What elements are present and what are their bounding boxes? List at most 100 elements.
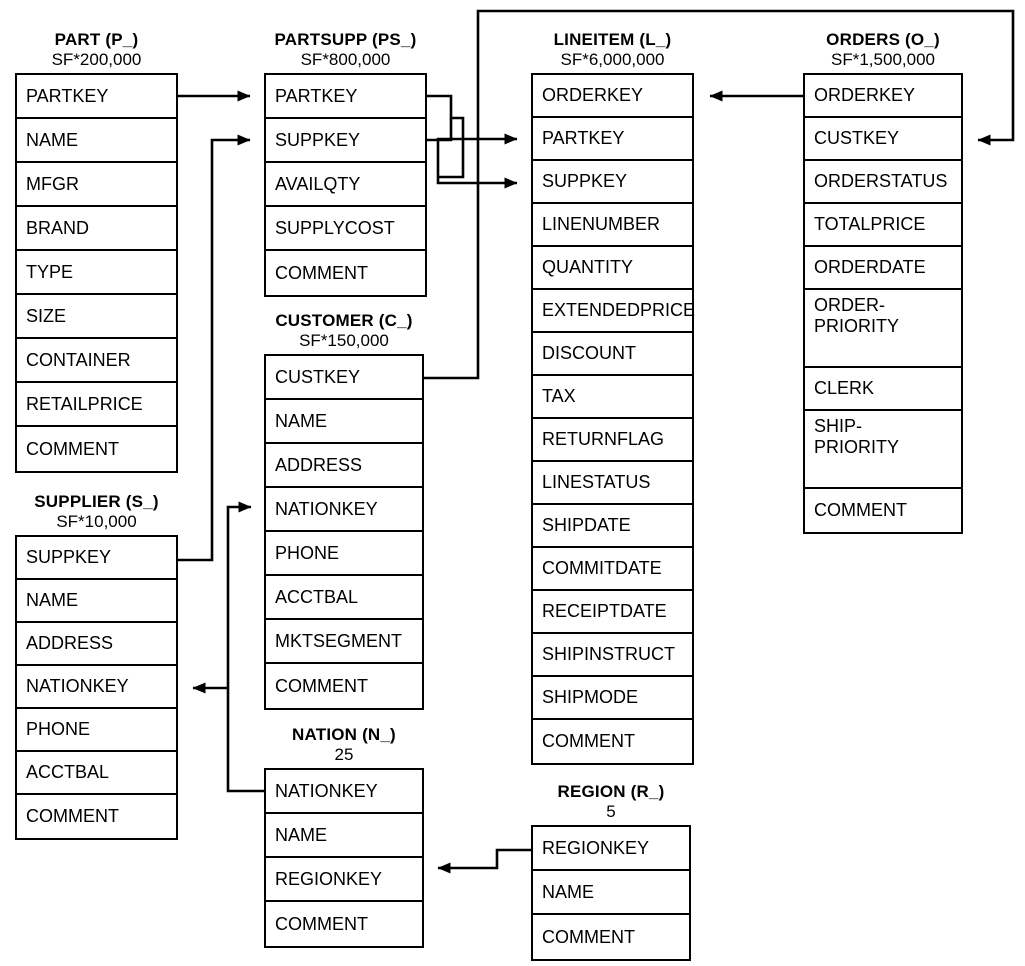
column-label: QUANTITY xyxy=(542,257,634,277)
column-part-5: SIZE xyxy=(17,295,176,339)
column-partsupp-4: COMMENT xyxy=(266,251,425,295)
column-region-1: NAME xyxy=(533,871,689,915)
column-label: RETAILPRICE xyxy=(26,393,143,414)
column-label: MFGR xyxy=(26,173,79,194)
column-region-0: REGIONKEY xyxy=(533,827,689,871)
column-label: TAX xyxy=(542,386,576,406)
column-supplier-3: NATIONKEY xyxy=(17,666,176,709)
column-label: PARTKEY xyxy=(26,85,109,106)
column-label: TOTALPRICE xyxy=(814,214,926,234)
column-label: NAME xyxy=(26,590,79,610)
column-label: SUPPLYCOST xyxy=(275,217,395,238)
column-label: REGIONKEY xyxy=(542,837,650,858)
table-title-supplier: SUPPLIER (S_) xyxy=(34,492,159,511)
column-label: REGIONKEY xyxy=(275,868,383,889)
column-lineitem-4: QUANTITY xyxy=(533,247,692,290)
column-customer-0: CUSTKEY xyxy=(266,356,422,400)
column-label: COMMENT xyxy=(275,262,368,283)
column-orders-7: SHIP-PRIORITY xyxy=(805,411,961,489)
column-label: COMMENT xyxy=(26,806,119,826)
column-orders-3: TOTALPRICE xyxy=(805,204,961,247)
column-orders-1: CUSTKEY xyxy=(805,118,961,161)
column-label: ACCTBAL xyxy=(275,586,359,607)
column-line: SHIP- xyxy=(814,416,863,436)
column-supplier-6: COMMENT xyxy=(17,795,176,838)
column-label: CLERK xyxy=(814,378,875,398)
column-part-1: NAME xyxy=(17,119,176,163)
column-orders-6: CLERK xyxy=(805,368,961,411)
column-label: NAME xyxy=(542,881,595,902)
column-supplier-0: SUPPKEY xyxy=(17,537,176,580)
column-label: NATIONKEY xyxy=(275,498,378,519)
column-lineitem-11: COMMITDATE xyxy=(533,548,692,591)
table-title-customer: CUSTOMER (C_) xyxy=(275,311,413,330)
wire-partsupp-merge-b xyxy=(427,118,453,142)
table-title-lineitem: LINEITEM (L_) xyxy=(553,30,672,49)
column-label: COMMENT xyxy=(26,438,119,459)
column-label: COMMENT xyxy=(814,500,907,520)
column-part-4: TYPE xyxy=(17,251,176,295)
table-title-nation: NATION (N_) xyxy=(292,725,396,744)
column-partsupp-0: PARTKEY xyxy=(266,75,425,119)
column-orders-5: ORDER-PRIORITY xyxy=(805,290,961,368)
column-lineitem-8: RETURNFLAG xyxy=(533,419,692,462)
column-label: PHONE xyxy=(275,542,340,563)
table-columns-region: REGIONKEY NAME COMMENT xyxy=(531,825,691,961)
column-label: ADDRESS xyxy=(26,633,114,653)
column-label: NAME xyxy=(275,824,328,845)
column-lineitem-7: TAX xyxy=(533,376,692,419)
wire-partsupp-lineitem-suppkey xyxy=(436,177,518,189)
column-label: CUSTKEY xyxy=(275,366,361,387)
column-label: TYPE xyxy=(26,261,74,282)
column-label: COMMENT xyxy=(275,675,368,696)
wire-nation-customer xyxy=(226,501,264,793)
column-part-7: RETAILPRICE xyxy=(17,383,176,427)
column-label: ORDERDATE xyxy=(814,257,926,277)
column-label: EXTENDEDPRICE xyxy=(542,300,696,320)
column-lineitem-13: SHIPINSTRUCT xyxy=(533,634,692,677)
column-supplier-2: ADDRESS xyxy=(17,623,176,666)
column-label: NATIONKEY xyxy=(26,676,129,696)
column-lineitem-5: EXTENDEDPRICE xyxy=(533,290,696,333)
table-cardinality-nation: 25 xyxy=(334,745,354,764)
column-label: RECEIPTDATE xyxy=(542,601,667,621)
wire-region-nation xyxy=(437,848,531,874)
column-region-2: COMMENT xyxy=(533,915,689,959)
column-customer-1: NAME xyxy=(266,400,422,444)
column-label: COMMENT xyxy=(542,926,635,947)
column-customer-7: COMMENT xyxy=(266,664,422,708)
column-label: LINENUMBER xyxy=(542,214,661,234)
column-nation-0: NATIONKEY xyxy=(266,770,422,814)
wire-partsupp-merge-a xyxy=(427,94,465,179)
column-label: MKTSEGMENT xyxy=(275,630,403,651)
column-customer-4: PHONE xyxy=(266,532,422,576)
column-partsupp-2: AVAILQTY xyxy=(266,163,425,207)
column-label: RETURNFLAG xyxy=(542,429,665,449)
table-cardinality-customer: SF*150,000 xyxy=(299,331,389,350)
column-part-8: COMMENT xyxy=(17,427,176,471)
column-label: COMMENT xyxy=(542,731,635,751)
column-orders-8: COMMENT xyxy=(805,489,961,532)
column-orders-0: ORDERKEY xyxy=(805,75,961,118)
column-label: NAME xyxy=(275,410,328,431)
column-label: COMMITDATE xyxy=(542,558,662,578)
table-title-region: REGION (R_) xyxy=(557,782,665,801)
column-label: SUPPKEY xyxy=(26,547,112,567)
column-label: SHIPINSTRUCT xyxy=(542,644,676,664)
table-cardinality-part: SF*200,000 xyxy=(51,50,142,69)
column-label: NAME xyxy=(26,129,79,150)
column-part-6: CONTAINER xyxy=(17,339,176,383)
column-nation-2: REGIONKEY xyxy=(266,858,422,902)
